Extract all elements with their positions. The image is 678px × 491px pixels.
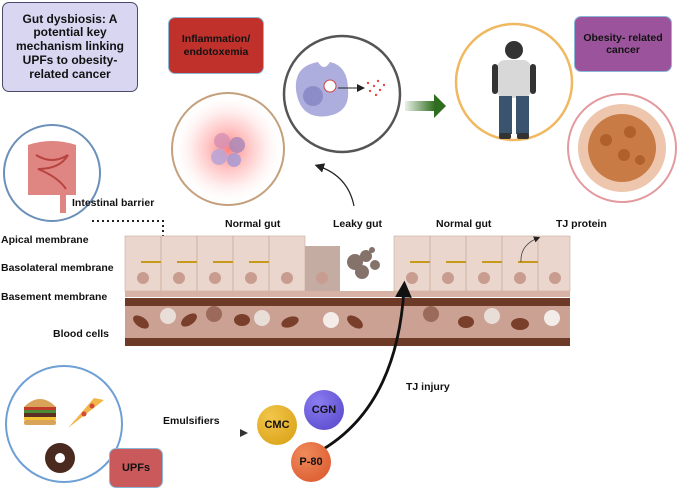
leaky-to-inflammation-arrow <box>314 163 355 207</box>
basement-membrane-label: Basement membrane <box>1 291 108 303</box>
inflammation-box: Inflammation/ endotoxemia <box>168 17 264 74</box>
normal-gut-left-label: Normal gut <box>225 218 281 230</box>
tj-protein-label: TJ protein <box>556 218 607 230</box>
cgn-label: CGN <box>311 404 337 416</box>
intestine-icon <box>3 124 101 222</box>
title-text: Gut dysbiosis: A potential key mechanism… <box>15 11 125 81</box>
macrophage-icon <box>282 34 402 154</box>
tumor-cells-icon <box>567 93 677 203</box>
emulsifier-cgn: CGN <box>304 390 344 430</box>
immune-cells-icon <box>171 92 285 206</box>
upfs-text: UPFs <box>121 461 151 474</box>
basolateral-membrane-label: Basolateral membrane <box>1 262 114 274</box>
leaky-gut-label: Leaky gut <box>333 218 383 230</box>
title-box: Gut dysbiosis: A potential key mechanism… <box>2 2 138 92</box>
donut-icon <box>45 443 75 473</box>
progression-arrow <box>405 101 435 111</box>
p80-label: P-80 <box>299 456 323 468</box>
normal-gut-right-label: Normal gut <box>436 218 492 230</box>
obese-person-icon <box>454 22 574 142</box>
obesity-cancer-box: Obesity- related cancer <box>574 16 672 72</box>
blood-vessel <box>125 298 570 346</box>
epithelium-layer <box>124 235 571 297</box>
blood-cells-label: Blood cells <box>53 328 110 340</box>
upfs-box: UPFs <box>109 448 163 488</box>
cmc-label: CMC <box>264 419 290 431</box>
food-circle <box>5 365 123 483</box>
tj-protein-pointer <box>520 236 541 263</box>
emulsifier-cmc: CMC <box>257 405 297 445</box>
emulsifiers-label: Emulsifiers <box>163 415 220 427</box>
pizza-icon <box>68 398 104 428</box>
intestinal-barrier-label: Intestinal barrier <box>72 197 155 209</box>
burger-icon <box>24 399 56 425</box>
apical-membrane-label: Apical membrane <box>1 234 89 246</box>
tj-injury-label: TJ injury <box>406 381 450 393</box>
dotted-connector <box>92 220 164 225</box>
emulsifier-p80: P-80 <box>291 442 331 482</box>
inflammation-text: Inflammation/ endotoxemia <box>181 33 251 58</box>
obesity-cancer-text: Obesity- related cancer <box>583 31 663 56</box>
